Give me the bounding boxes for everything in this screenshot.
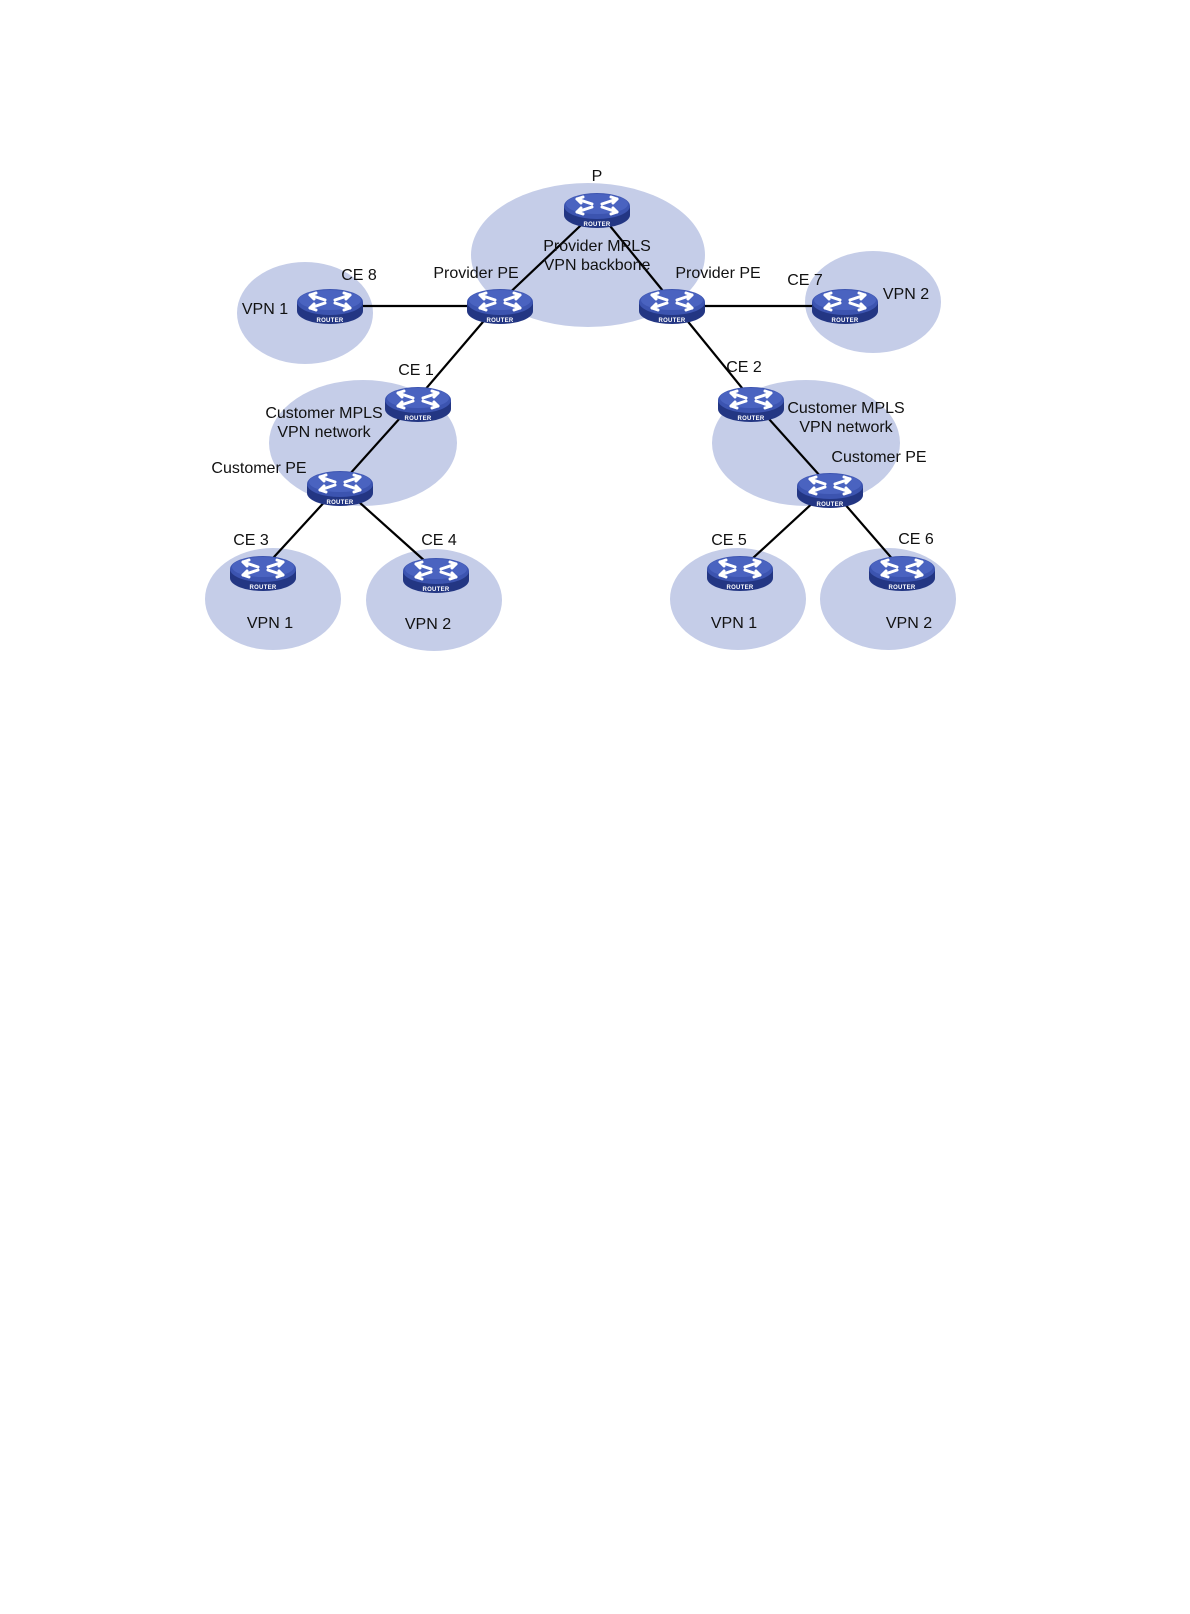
router-badge: ROUTER	[486, 318, 513, 324]
label-customer-pe-right: Customer PE	[831, 449, 926, 466]
label-backbone-line1: Provider MPLS	[543, 238, 651, 255]
label-vpn2-bottom-ce6: VPN 2	[886, 615, 932, 632]
router-customer-pe-right[interactable]: ROUTER	[797, 473, 863, 508]
label-ce2: CE 2	[726, 359, 762, 376]
router-badge: ROUTER	[249, 585, 276, 591]
router-badge: ROUTER	[831, 318, 858, 324]
router-ce1[interactable]: ROUTER	[385, 387, 451, 422]
router-badge: ROUTER	[888, 585, 915, 591]
router-ce6[interactable]: ROUTER	[869, 556, 935, 591]
router-provider-pe-right[interactable]: ROUTER	[639, 289, 705, 324]
label-ce4: CE 4	[421, 532, 457, 549]
label-vpn1-bottom-ce3: VPN 1	[247, 615, 293, 632]
label-p: P	[592, 168, 603, 185]
router-ce7[interactable]: ROUTER	[812, 289, 878, 324]
router-badge: ROUTER	[816, 502, 843, 508]
label-ce8: CE 8	[341, 267, 377, 284]
router-badge: ROUTER	[404, 416, 431, 422]
router-badge: ROUTER	[422, 587, 449, 593]
router-badge: ROUTER	[658, 318, 685, 324]
label-ce1: CE 1	[398, 362, 434, 379]
label-vpn1-bottom-ce5: VPN 1	[711, 615, 757, 632]
router-badge: ROUTER	[326, 500, 353, 506]
router-badge: ROUTER	[583, 222, 610, 228]
label-vpn2-top-right: VPN 2	[883, 286, 929, 303]
label-customer-pe-left: Customer PE	[211, 460, 306, 477]
label-ce7: CE 7	[787, 272, 823, 289]
router-p[interactable]: ROUTER	[564, 193, 630, 228]
label-backbone-line2: VPN backbone	[544, 257, 651, 274]
label-customer-mpls-right-line1: Customer MPLS	[787, 400, 904, 417]
label-vpn1-top-left: VPN 1	[242, 301, 288, 318]
label-provider-pe-right: Provider PE	[675, 265, 760, 282]
router-ce3[interactable]: ROUTER	[230, 556, 296, 591]
router-badge: ROUTER	[316, 318, 343, 324]
label-ce5: CE 5	[711, 532, 747, 549]
router-badge: ROUTER	[726, 585, 753, 591]
label-ce6: CE 6	[898, 531, 934, 548]
router-ce2[interactable]: ROUTER	[718, 387, 784, 422]
label-provider-pe-left: Provider PE	[433, 265, 518, 282]
label-customer-mpls-left-line2: VPN network	[277, 424, 371, 441]
router-badge: ROUTER	[737, 416, 764, 422]
label-ce3: CE 3	[233, 532, 269, 549]
label-customer-mpls-right-line2: VPN network	[799, 419, 893, 436]
router-ce4[interactable]: ROUTER	[403, 558, 469, 593]
label-customer-mpls-left-line1: Customer MPLS	[265, 405, 382, 422]
router-ce5[interactable]: ROUTER	[707, 556, 773, 591]
router-customer-pe-left[interactable]: ROUTER	[307, 471, 373, 506]
label-vpn2-bottom-ce4: VPN 2	[405, 616, 451, 633]
router-ce8[interactable]: ROUTER	[297, 289, 363, 324]
router-provider-pe-left[interactable]: ROUTER	[467, 289, 533, 324]
